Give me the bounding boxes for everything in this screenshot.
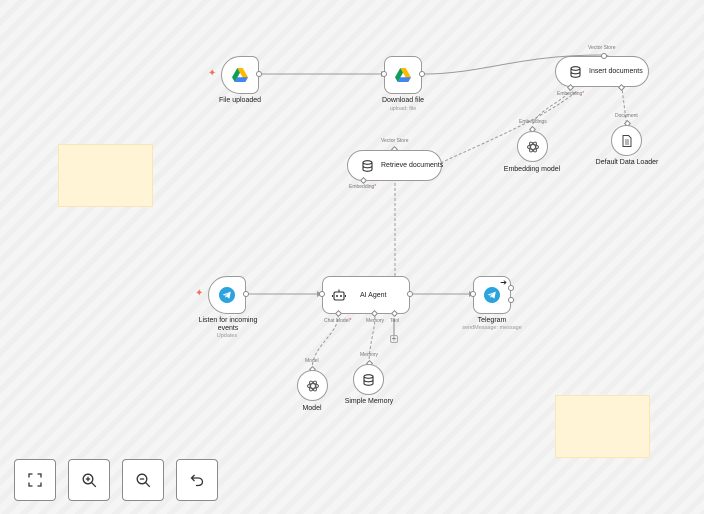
telegram-icon [484,287,500,303]
node-label: Telegram [477,317,507,324]
node-label: Embedding model [503,166,561,173]
document-icon [622,134,632,147]
node-simple-memory[interactable] [353,364,384,395]
port-label-chat-model: Chat Model* [324,318,352,324]
database-icon [362,159,373,172]
port-label-model: Model [305,358,319,364]
fullscreen-icon [28,473,42,487]
output-port[interactable] [243,291,249,297]
node-label: Model [302,405,322,412]
sticky-note[interactable] [58,144,153,207]
port-label-vector-store: Vector Store [381,138,409,144]
node-model[interactable] [297,370,328,401]
node-insert-documents[interactable]: Insert documents [555,56,649,87]
trigger-bolt-icon: ✦ [195,288,204,299]
port-label-memory: Memory [360,352,379,358]
node-sublabel: sendMessage: message [462,325,522,331]
input-port[interactable] [470,291,476,297]
undo-button[interactable] [176,459,218,501]
zoom-in-icon [82,473,97,488]
node-label: Listen for incoming events [198,317,258,332]
fit-view-button[interactable] [14,459,56,501]
node-title: Retrieve documents [381,162,444,169]
telegram-icon [219,287,235,303]
input-port[interactable] [601,53,607,59]
node-retrieve-documents[interactable]: Retrieve documents [347,150,444,181]
openai-icon [526,140,540,154]
database-icon [570,65,581,78]
zoom-out-button[interactable] [122,459,164,501]
output-port[interactable] [508,297,514,303]
output-port[interactable] [508,285,514,291]
zoom-out-icon [136,473,151,488]
node-download-file[interactable] [384,56,422,94]
output-port[interactable] [419,71,425,77]
node-label: Default Data Loader [595,159,659,166]
google-drive-icon [395,68,411,82]
robot-icon [332,289,346,301]
port-label-embeddings: Embeddings [519,119,547,125]
node-title: AI Agent [360,291,387,299]
port-label-tool: Tool [390,318,400,324]
node-title: Insert documents [589,68,643,75]
undo-icon [190,473,204,487]
sticky-note[interactable] [555,395,650,458]
openai-icon [306,379,320,393]
database-icon [363,373,374,386]
arrow-right-icon: ➔ [500,278,507,287]
port-label-embedding: Embedding* [557,91,585,97]
input-port[interactable] [319,291,325,297]
node-label: Simple Memory [344,398,394,405]
trigger-bolt-icon: ✦ [208,68,217,79]
node-file-uploaded[interactable] [221,56,259,94]
input-port[interactable] [381,71,387,77]
node-label: File uploaded [218,97,262,104]
node-ai-agent[interactable]: AI Agent [322,276,410,314]
node-listen-incoming-events[interactable] [208,276,246,314]
output-port[interactable] [256,71,262,77]
node-label: Download file [381,97,425,104]
port-label-document: Document [615,113,638,119]
port-label-vector-store: Vector Store [588,45,616,51]
node-sublabel: Updates [216,333,238,339]
port-label-memory: Memory [366,318,385,324]
node-sublabel: upload: file [389,106,417,112]
port-label-embedding: Embedding* [349,184,377,190]
node-telegram[interactable]: ➔ [473,276,511,314]
node-embedding-model[interactable] [517,131,548,162]
edge-model-to-agent [311,315,339,371]
edge-embedding-to-insert [531,87,571,130]
node-default-data-loader[interactable] [611,125,642,156]
edge-retrieve-to-insert [435,91,577,166]
google-drive-icon [232,68,248,82]
zoom-in-button[interactable] [68,459,110,501]
output-port[interactable] [407,291,413,297]
edge-memory-to-agent [368,315,376,365]
add-tool-button[interactable]: + [390,334,398,343]
